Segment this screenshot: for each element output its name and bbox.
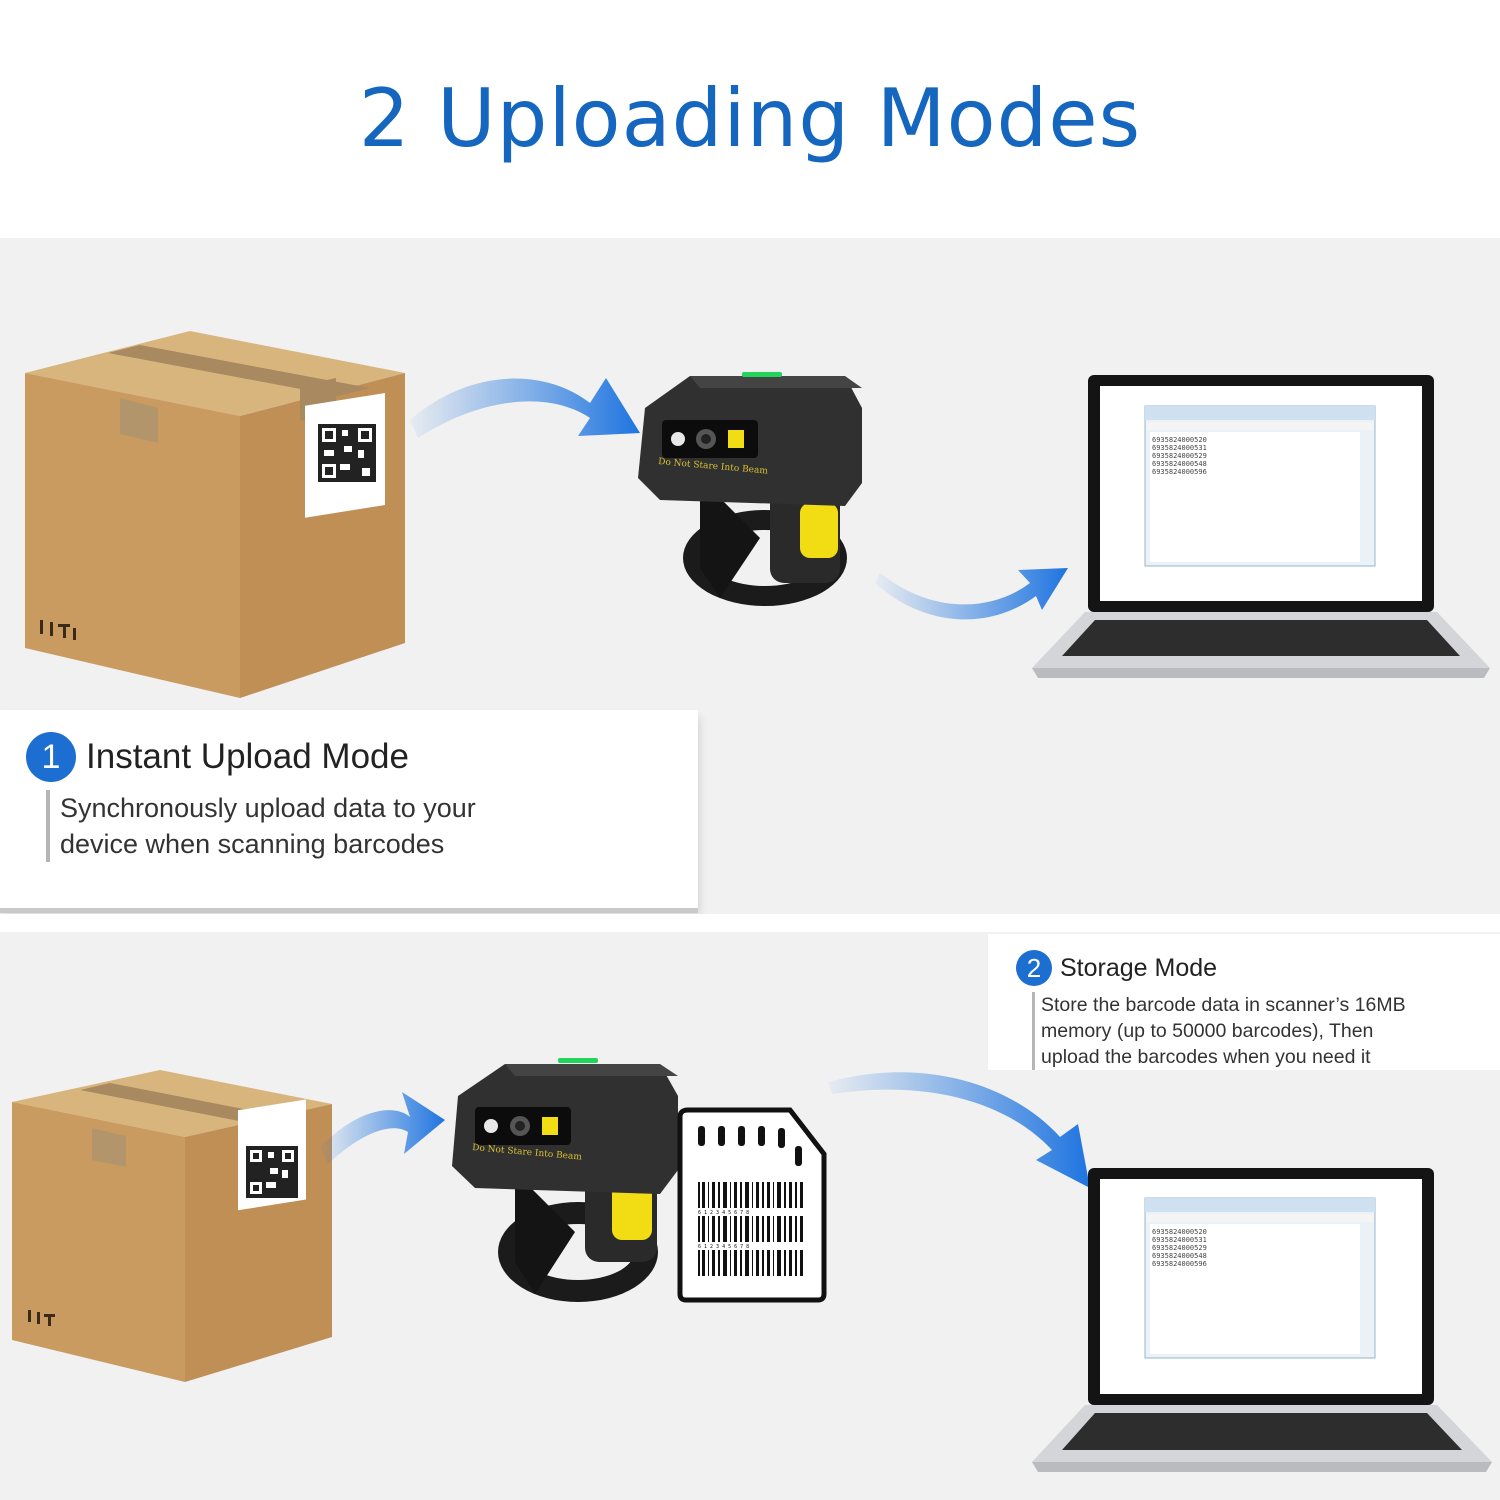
svg-text:6935824000529: 6935824000529 <box>1152 452 1207 460</box>
svg-text:6935824000520: 6935824000520 <box>1152 1228 1207 1236</box>
cardboard-box-icon <box>25 331 405 698</box>
laptop-icon: 6935824000520 6935824000531 693582400052… <box>1032 1168 1492 1472</box>
mode-title: Storage Mode <box>1060 954 1218 982</box>
arrow-icon <box>875 568 1068 620</box>
svg-text:6935824000548: 6935824000548 <box>1152 460 1207 468</box>
svg-text:6935824000520: 6935824000520 <box>1152 436 1207 444</box>
laptop-icon: 6935824000520 6935824000531 693582400052… <box>1032 375 1490 678</box>
instant-upload-panel: Do Not Stare Into Beam 6935824000520 693… <box>0 238 1500 914</box>
svg-text:6935824000531: 6935824000531 <box>1152 444 1207 452</box>
qr-code-icon <box>318 424 376 482</box>
svg-text:6935824000596: 6935824000596 <box>1152 1260 1207 1268</box>
barcode-digits: 6 1 2 3 4 5 6 7 8 <box>698 1210 749 1216</box>
arrow-icon <box>828 1072 1090 1188</box>
instant-upload-illustration: Do Not Stare Into Beam 6935824000520 693… <box>25 331 1490 698</box>
storage-mode-illustration: Do Not Stare Into Beam <box>12 1058 1492 1472</box>
notepad-text: 6935824000520 6935824000531 693582400052… <box>1152 1228 1207 1268</box>
svg-text:6935824000531: 6935824000531 <box>1152 1236 1207 1244</box>
mode-description: Synchronously upload data to your device… <box>46 790 680 862</box>
page-title: 2 Uploading Modes <box>358 72 1142 165</box>
cardboard-box-icon <box>12 1070 332 1382</box>
storage-mode-panel: Do Not Stare Into Beam <box>0 932 1500 1500</box>
storage-mode-card: 2 Storage Mode Store the barcode data in… <box>988 934 1500 1070</box>
arrow-icon <box>320 1092 445 1164</box>
mode-description: Store the barcode data in scanner’s 16MB… <box>1032 992 1500 1070</box>
svg-text:6935824000548: 6935824000548 <box>1152 1252 1207 1260</box>
instant-upload-card: 1 Instant Upload Mode Synchronously uplo… <box>0 710 698 908</box>
memory-card-icon: 6 1 2 3 4 5 6 7 8 6 1 2 3 4 5 6 7 8 <box>677 1107 827 1303</box>
notepad-text: 6935824000520 6935824000531 693582400052… <box>1152 436 1207 476</box>
svg-text:6935824000596: 6935824000596 <box>1152 468 1207 476</box>
mode-number-badge: 2 <box>1016 950 1052 986</box>
fragile-symbols-icon <box>28 1310 55 1326</box>
fragile-symbols-icon <box>40 620 76 640</box>
mode-title: Instant Upload Mode <box>86 737 409 776</box>
barcode-digits: 6 1 2 3 4 5 6 7 8 <box>698 1244 749 1250</box>
barcode-stack <box>698 1182 803 1276</box>
arrow-icon <box>410 378 640 438</box>
qr-code-icon <box>246 1146 298 1198</box>
ring-scanner-icon: Do Not Stare Into Beam <box>452 1058 678 1302</box>
ring-scanner-icon: Do Not Stare Into Beam <box>638 372 862 606</box>
mode-number-badge: 1 <box>26 732 76 782</box>
svg-text:6935824000529: 6935824000529 <box>1152 1244 1207 1252</box>
